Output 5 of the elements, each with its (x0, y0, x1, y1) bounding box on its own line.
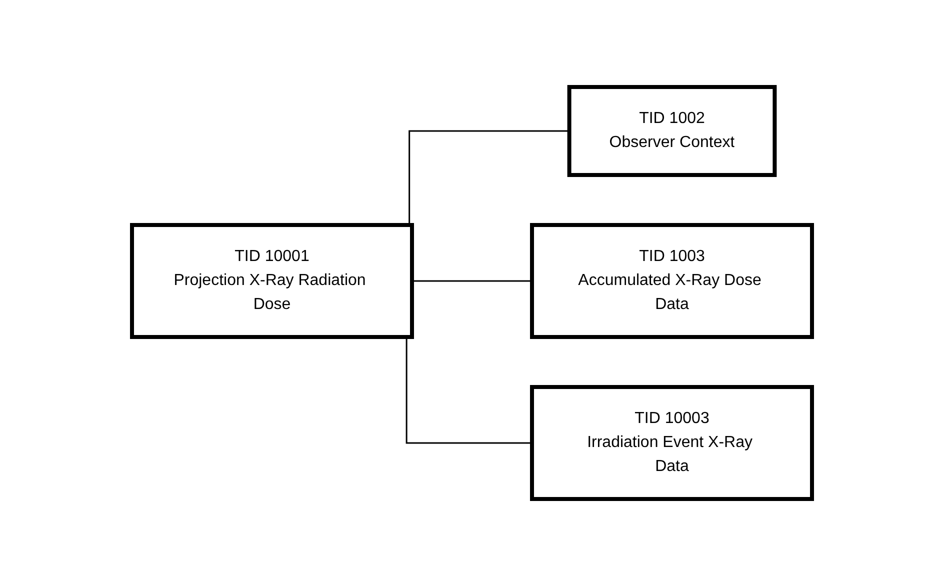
node-box: TID 10003 Irradiation Event X-Ray Data (530, 385, 814, 501)
node-box: TID 1002 Observer Context (567, 85, 777, 177)
node-box: TID 1003 Accumulated X-Ray Dose Data (530, 223, 814, 339)
connector (412, 280, 532, 282)
node-box: TID 10001 Projection X-Ray Radiation Dose (130, 223, 414, 339)
